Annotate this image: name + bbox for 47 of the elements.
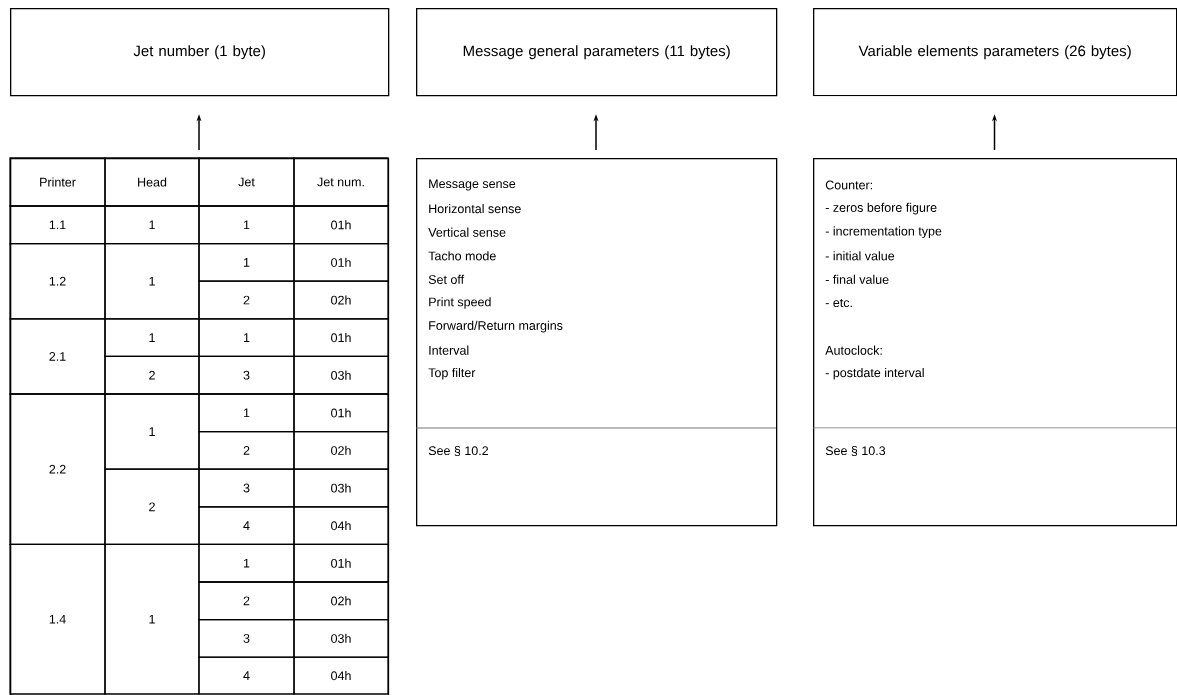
table-cell: 4 <box>198 506 295 546</box>
table-cell: 4 <box>198 656 295 695</box>
table-cell: 2.1 <box>9 318 106 395</box>
table-cell: 1 <box>104 205 200 245</box>
table-cell: 2 <box>198 280 295 320</box>
table-cell: 1 <box>198 205 295 245</box>
table-cell: 2 <box>198 581 295 621</box>
table-cell: 1 <box>198 318 295 358</box>
table-cell: 1 <box>104 393 200 470</box>
table-cell: 3 <box>198 468 295 508</box>
table-cell: 1 <box>198 393 295 433</box>
table-cell: 2 <box>104 468 200 546</box>
table-cell: 2.2 <box>9 393 106 546</box>
table-cell: 1 <box>104 318 200 358</box>
table-cell: 04h <box>293 656 389 695</box>
table-cell: 1.2 <box>9 242 106 320</box>
title-box: Jet number (1 byte) <box>10 8 390 97</box>
table-cell: Head <box>104 157 200 207</box>
title-box: Variable elements parameters (26 bytes) <box>813 8 1177 97</box>
table-cell: 2 <box>198 430 295 470</box>
table-cell: 2 <box>104 355 200 395</box>
table-cell: 01h <box>293 543 389 583</box>
table-cell: Printer <box>9 157 106 207</box>
table-cell: 01h <box>293 318 389 358</box>
table-cell: 02h <box>293 280 389 320</box>
table-cell: 1.4 <box>9 543 106 695</box>
table-cell: 3 <box>198 618 295 658</box>
table-cell: Jet num. <box>293 157 389 207</box>
table-cell: 02h <box>293 581 389 621</box>
title-box: Message general parameters (11 bytes) <box>416 8 778 97</box>
parameter-box: Counter: - zeros before figure - incrementation type - initial value - final value - etc. Autoclock: - postdate interval See § 10.3 <box>812 158 1177 527</box>
table-cell: 04h <box>293 506 389 546</box>
table-cell: Jet <box>198 157 295 207</box>
table-cell: 1 <box>104 242 200 320</box>
table-cell: 3 <box>198 355 295 395</box>
table-cell: 01h <box>293 393 389 433</box>
table-cell: 1 <box>198 242 295 282</box>
table-cell: 02h <box>293 430 389 470</box>
table-cell: 1 <box>104 543 200 695</box>
table-cell: 1 <box>198 543 295 583</box>
table-cell: 03h <box>293 355 389 395</box>
table-cell: 03h <box>293 618 389 658</box>
table-cell: 03h <box>293 468 389 508</box>
parameter-box: Message sense Horizontal sense Vertical sense Tacho mode Set off Print speed Forward/Return margins Interval Top filter See § 10.2 <box>415 158 778 527</box>
table-cell: 1.1 <box>9 205 106 245</box>
table-cell: 01h <box>293 242 389 282</box>
table-cell: 01h <box>293 205 389 245</box>
